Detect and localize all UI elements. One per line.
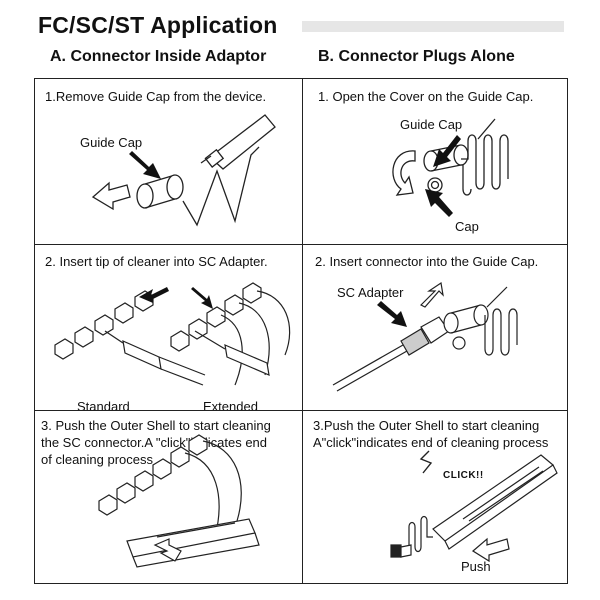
section-b-heading: B. Connector Plugs Alone bbox=[318, 48, 515, 65]
section-a-heading: A. Connector Inside Adaptor bbox=[50, 48, 267, 65]
remove-cap-illustration bbox=[35, 79, 303, 245]
guide-cap-label: Guide Cap bbox=[400, 117, 463, 132]
extended-label: Extended bbox=[203, 399, 258, 412]
panel-a1: 1.Remove Guide Cap from the device. Guid… bbox=[34, 78, 304, 246]
push-shell-plug-illustration bbox=[303, 411, 567, 583]
standard-label: Standard bbox=[77, 399, 130, 412]
title-decor-bar bbox=[302, 21, 564, 32]
step-text: 3. Push the Outer Shell to start cleanin… bbox=[41, 418, 271, 467]
step-text: 3.Push the Outer Shell to start cleaning… bbox=[313, 418, 549, 450]
step-text: 2. Insert connector into the Guide Cap. bbox=[315, 254, 539, 269]
page-title: FC/SC/ST Application bbox=[38, 12, 278, 38]
panel-b2: 2. Insert connector into the Guide Cap. … bbox=[302, 244, 568, 412]
open-cover-illustration bbox=[303, 79, 567, 217]
step-text: 2. Insert tip of cleaner into SC Adapter… bbox=[45, 254, 268, 269]
sc-adapter-label: SC Adapter bbox=[337, 285, 404, 300]
insert-connector-illustration bbox=[303, 245, 567, 411]
step-text: 1.Remove Guide Cap from the device. bbox=[45, 89, 267, 104]
push-label: Push bbox=[461, 559, 491, 574]
guide-cap-label: Guide Cap bbox=[80, 135, 143, 150]
panel-a3: 3. Push the Outer Shell to start cleanin… bbox=[34, 410, 304, 584]
cap-label: Cap bbox=[455, 219, 479, 234]
push-shell-adaptor-illustration bbox=[35, 411, 303, 583]
panel-b3: 3.Push the Outer Shell to start cleaning… bbox=[302, 410, 568, 584]
panel-b1: 1. Open the Cover on the Guide Cap. Guid… bbox=[302, 78, 568, 246]
click-label: CLICK!! bbox=[443, 470, 484, 481]
step-text: 1. Open the Cover on the Guide Cap. bbox=[318, 89, 534, 104]
panel-a2: 2. Insert tip of cleaner into SC Adapter… bbox=[34, 244, 304, 412]
insert-tip-illustration bbox=[35, 245, 303, 411]
